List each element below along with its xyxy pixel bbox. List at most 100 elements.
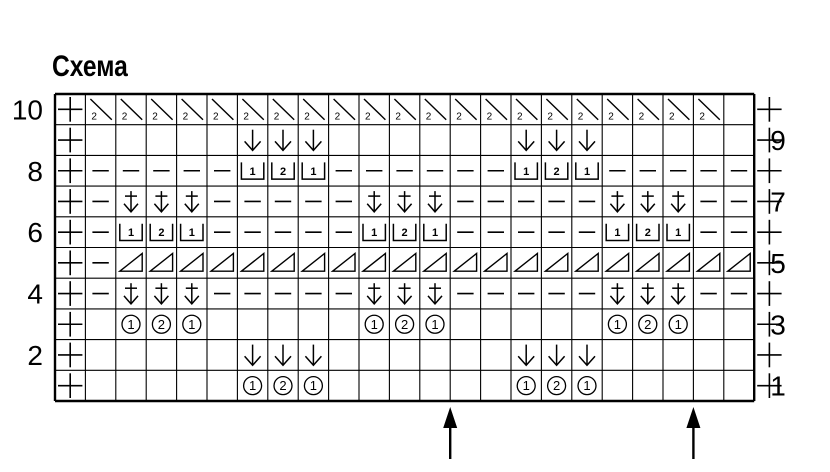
circled-number-symbol: 1 bbox=[121, 314, 141, 334]
svg-text:2: 2 bbox=[158, 227, 164, 239]
arrow-down-symbol bbox=[244, 344, 262, 367]
svg-text:2: 2 bbox=[395, 112, 401, 123]
row-label-left: 2 bbox=[27, 340, 43, 371]
svg-text:1: 1 bbox=[371, 317, 378, 332]
triangle-symbol bbox=[543, 252, 569, 272]
arrow-down-bar-symbol bbox=[427, 283, 443, 306]
triangle-symbol bbox=[482, 252, 508, 272]
svg-text:1: 1 bbox=[523, 378, 530, 393]
svg-text:2: 2 bbox=[426, 112, 432, 123]
triangle-symbol bbox=[452, 252, 478, 272]
triangle-symbol bbox=[300, 252, 326, 272]
k2tog-symbol: 2 bbox=[89, 98, 113, 123]
svg-text:2: 2 bbox=[645, 227, 651, 239]
svg-text:2: 2 bbox=[365, 112, 371, 123]
arrow-down-symbol bbox=[578, 129, 596, 152]
k2tog-symbol: 2 bbox=[545, 98, 569, 123]
k2tog-symbol: 2 bbox=[363, 98, 386, 123]
svg-text:2: 2 bbox=[335, 112, 341, 123]
svg-text:1: 1 bbox=[249, 378, 256, 393]
svg-text:2: 2 bbox=[183, 112, 189, 123]
svg-text:1: 1 bbox=[583, 378, 590, 393]
edge-stitch-symbol bbox=[757, 158, 782, 184]
edge-stitch-symbol bbox=[757, 281, 782, 306]
svg-text:2: 2 bbox=[553, 378, 560, 393]
edge-stitch-symbol bbox=[757, 311, 782, 337]
arrow-down-symbol bbox=[274, 129, 292, 152]
bracket-symbol: 1 bbox=[179, 223, 204, 242]
svg-text:1: 1 bbox=[371, 227, 377, 239]
svg-text:2: 2 bbox=[554, 166, 560, 178]
arrow-down-symbol bbox=[548, 129, 566, 152]
edge-stitch-symbol bbox=[58, 127, 83, 153]
triangle-symbol bbox=[421, 252, 447, 272]
edge-stitch-symbol bbox=[58, 281, 83, 306]
svg-text:2: 2 bbox=[401, 317, 408, 332]
arrow-down-bar-symbol bbox=[640, 191, 656, 213]
svg-text:2: 2 bbox=[304, 112, 310, 123]
svg-text:2: 2 bbox=[402, 227, 408, 239]
svg-text:1: 1 bbox=[188, 317, 195, 332]
arrow-down-bar-symbol bbox=[366, 191, 382, 213]
bracket-symbol: 2 bbox=[635, 223, 660, 242]
edge-stitch-symbol bbox=[58, 97, 83, 122]
arrow-down-symbol bbox=[578, 344, 596, 367]
bracket-symbol: 1 bbox=[301, 162, 326, 180]
edge-stitch-symbol bbox=[58, 373, 83, 398]
row-label-left: 8 bbox=[27, 156, 43, 187]
triangle-symbol bbox=[573, 252, 599, 272]
svg-text:2: 2 bbox=[279, 378, 286, 393]
svg-text:2: 2 bbox=[91, 112, 97, 123]
svg-text:2: 2 bbox=[547, 112, 553, 123]
triangle-symbol bbox=[117, 252, 143, 272]
circled-number-symbol: 2 bbox=[273, 375, 293, 396]
bracket-symbol: 2 bbox=[544, 162, 569, 180]
k2tog-symbol: 2 bbox=[241, 98, 265, 123]
row-label-left: 4 bbox=[27, 279, 43, 310]
k2tog-symbol: 2 bbox=[333, 98, 356, 123]
arrow-down-bar-symbol bbox=[609, 283, 625, 306]
k2tog-symbol: 2 bbox=[120, 98, 143, 123]
edge-stitch-symbol bbox=[757, 250, 782, 276]
k2tog-symbol: 2 bbox=[424, 98, 447, 123]
triangle-symbol bbox=[512, 252, 539, 272]
bracket-symbol: 1 bbox=[575, 162, 599, 180]
circled-number-symbol: 2 bbox=[151, 314, 172, 334]
svg-text:2: 2 bbox=[578, 112, 584, 123]
arrow-down-bar-symbol bbox=[366, 283, 382, 306]
row-label-right: 9 bbox=[770, 125, 786, 156]
triangle-symbol bbox=[360, 252, 387, 272]
svg-text:1: 1 bbox=[250, 166, 256, 178]
bracket-symbol: 2 bbox=[149, 223, 174, 242]
bracket-symbol: 1 bbox=[423, 223, 447, 242]
svg-text:2: 2 bbox=[213, 112, 219, 123]
row-label-right: 7 bbox=[770, 186, 786, 217]
arrow-down-bar-symbol bbox=[184, 191, 200, 213]
svg-text:2: 2 bbox=[280, 166, 286, 178]
svg-text:1: 1 bbox=[310, 166, 316, 178]
k2tog-symbol: 2 bbox=[454, 98, 478, 123]
edge-stitch-symbol bbox=[58, 311, 83, 337]
arrow-down-symbol bbox=[274, 344, 292, 367]
k2tog-symbol: 2 bbox=[515, 98, 538, 123]
edge-stitch-symbol bbox=[757, 127, 782, 153]
circled-number-symbol: 2 bbox=[394, 314, 415, 334]
arrow-down-symbol bbox=[548, 344, 566, 367]
svg-text:1: 1 bbox=[310, 378, 317, 393]
triangle-symbol bbox=[604, 252, 630, 272]
triangle-symbol bbox=[664, 252, 691, 272]
arrow-down-bar-symbol bbox=[123, 283, 139, 306]
edge-stitch-symbol bbox=[58, 219, 83, 245]
bracket-symbol: 1 bbox=[666, 223, 691, 242]
arrow-down-symbol bbox=[517, 344, 535, 367]
edge-stitch-symbol bbox=[757, 97, 782, 122]
svg-text:2: 2 bbox=[158, 317, 165, 332]
arrow-down-bar-symbol bbox=[397, 191, 413, 213]
arrow-down-bar-symbol bbox=[397, 283, 413, 306]
circled-number-symbol: 2 bbox=[546, 375, 567, 396]
edge-stitch-symbol bbox=[757, 373, 782, 398]
k2tog-symbol: 2 bbox=[393, 98, 417, 123]
k2tog-symbol: 2 bbox=[302, 98, 326, 123]
svg-text:2: 2 bbox=[669, 112, 675, 123]
